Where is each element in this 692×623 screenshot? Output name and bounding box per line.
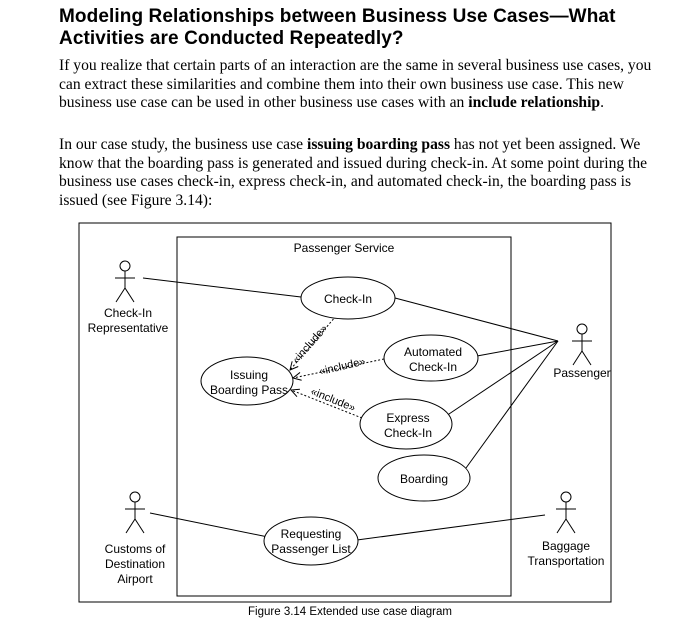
include-label-checkin: «include» — [290, 323, 330, 366]
use-case-label: Check-In — [324, 292, 372, 306]
system-boundary — [176, 236, 512, 597]
assoc-rep-checkin — [142, 277, 302, 298]
actor-label: Transportation — [528, 554, 605, 568]
assoc-passenger-automated — [476, 340, 559, 357]
actor-label: Baggage — [542, 539, 590, 553]
actor-customs-icon — [125, 491, 145, 534]
section-heading: Modeling Relationships between Business … — [59, 6, 616, 49]
actor-label: Passenger — [553, 366, 610, 380]
actor-label: Customs of — [105, 542, 166, 556]
use-case-label: Issuing — [230, 368, 268, 382]
assoc-passenger-express — [442, 340, 559, 419]
actor-checkin-representative-icon — [115, 260, 135, 303]
use-case-label: Passenger List — [271, 542, 351, 556]
assoc-customs-requesting — [149, 512, 269, 538]
system-label: Passenger Service — [294, 241, 395, 255]
actor-label: Check-In — [104, 306, 152, 320]
p2-bold-term: issuing boarding pass — [307, 136, 451, 153]
paragraph-case-study: In our case study, the business use case… — [59, 136, 659, 210]
associations — [142, 277, 559, 541]
actor-label: Representative — [88, 321, 169, 335]
use-case-requesting-passenger-list — [263, 516, 359, 566]
actor-passenger-icon — [572, 323, 592, 366]
include-automated-issuing — [293, 358, 385, 378]
use-case-boarding — [377, 454, 471, 502]
use-case-express-check-in — [359, 398, 453, 450]
paragraph-include-intro: If you realize that certain parts of an … — [59, 57, 659, 113]
use-case-issuing-boarding-pass — [200, 356, 294, 406]
p1-end: . — [600, 94, 605, 111]
use-case-label: Automated — [404, 345, 462, 359]
use-case-label: Express — [386, 411, 429, 425]
use-case-label: Requesting — [281, 527, 342, 541]
figure-caption: Figure 3.14 Extended use case diagram — [248, 606, 452, 618]
p2-text: In our case study, the business use case — [59, 136, 307, 153]
use-case-label: Check-In — [384, 426, 432, 440]
include-label-automated: «include» — [318, 356, 367, 378]
use-case-label: Boarding Pass — [210, 383, 288, 397]
assoc-baggage-requesting — [356, 514, 546, 541]
assoc-passenger-checkin — [394, 297, 559, 342]
use-case-check-in — [300, 276, 396, 320]
use-case-automated-check-in — [383, 334, 479, 382]
figure-frame — [78, 222, 612, 603]
p1-bold-term: include relationship — [468, 94, 601, 111]
p1-text: If you realize that certain parts of an … — [59, 57, 652, 111]
actor-label: Destination — [105, 557, 165, 571]
actor-baggage-transportation-icon — [556, 491, 576, 534]
use-case-label: Check-In — [409, 360, 457, 374]
include-dependencies — [290, 315, 385, 419]
p2-end: has not yet been assigned. We know that … — [59, 136, 648, 209]
use-case-label: Boarding — [400, 472, 448, 486]
assoc-passenger-boarding — [465, 340, 559, 469]
actor-label: Airport — [117, 572, 153, 586]
include-express-issuing — [291, 390, 363, 419]
